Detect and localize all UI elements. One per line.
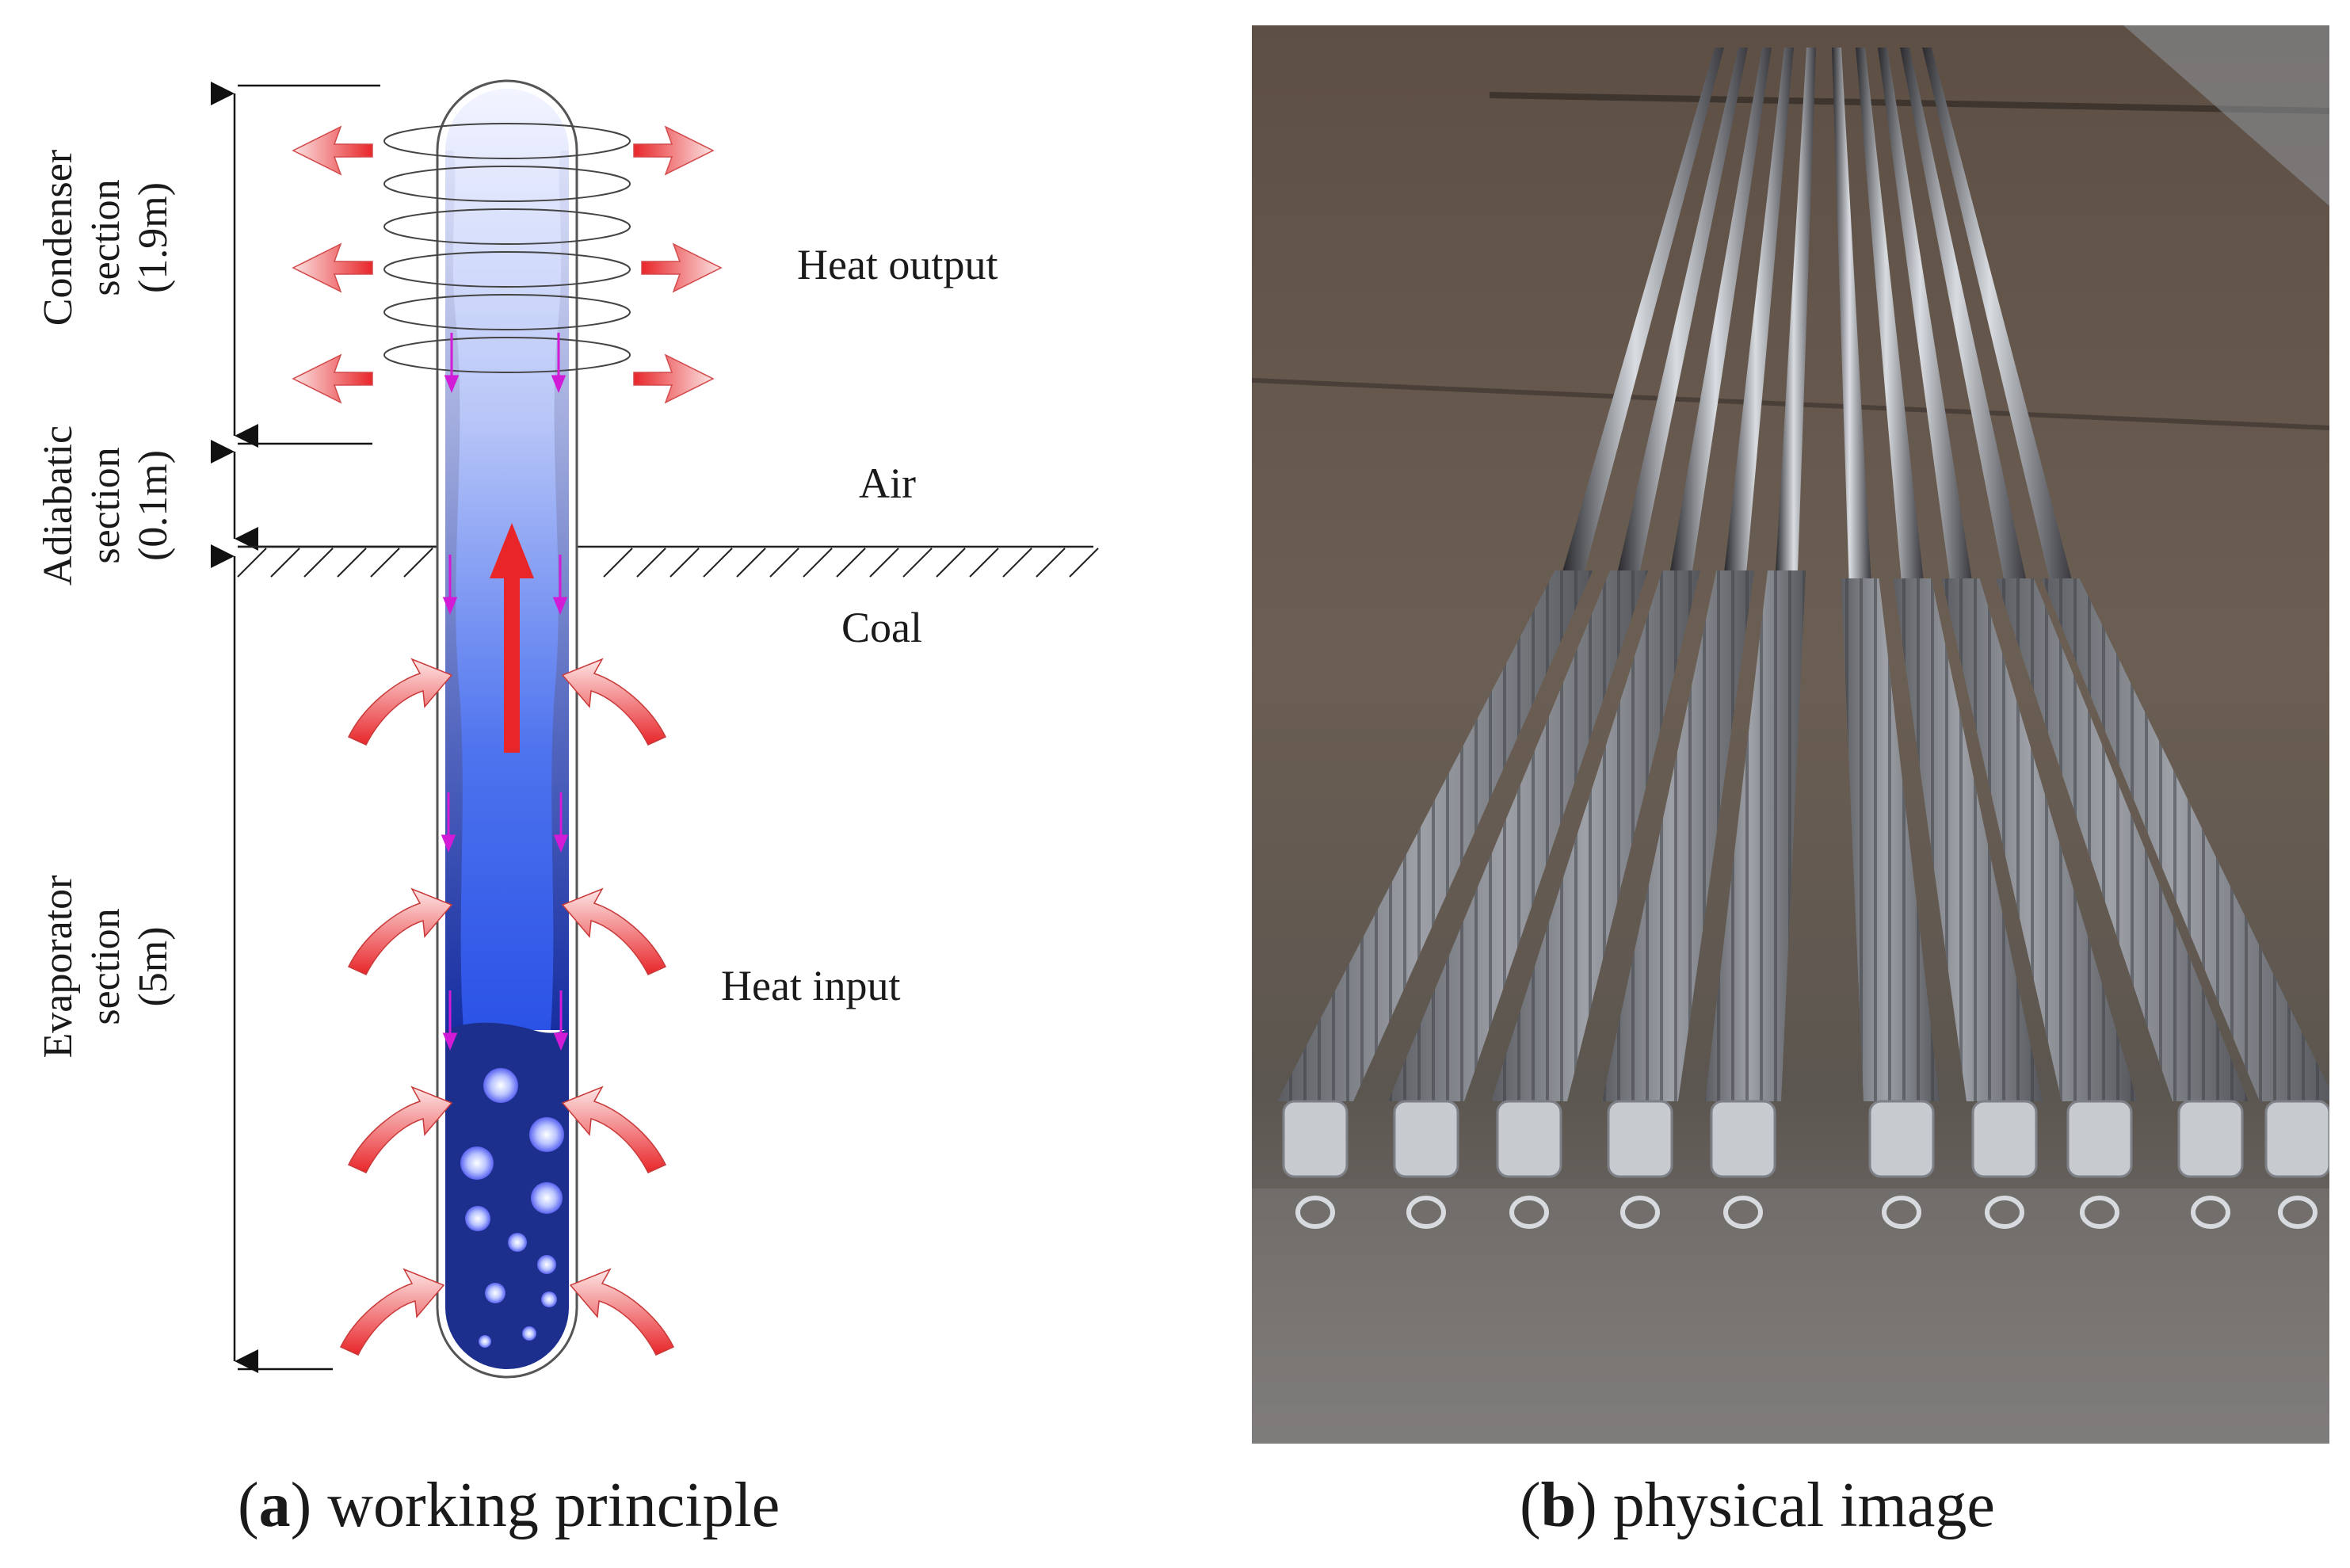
evaporator-section-label: Evaporator section (5m) [36,875,176,1058]
air-label: Air [859,460,916,507]
caption-b-text: physical image [1612,1471,1995,1540]
caption-b-letter: b [1540,1471,1577,1540]
adiabatic-section-label: Adiabatic section (0.1m) [36,425,176,586]
condenser-coil [383,123,631,373]
adiabatic-label-line3: (0.1m) [131,450,176,561]
evaporator-label-line2: section [83,908,128,1024]
adiabatic-label-line2: section [83,447,128,563]
condenser-section-label: Condenser section (1.9m) [36,150,176,326]
caption-a-letter: a [258,1471,291,1540]
caption-a-text: working principle [327,1471,780,1540]
adiabatic-label-line1: Adiabatic [36,425,81,586]
heat-input-label: Heat input [721,962,900,1009]
evaporator-label-line3: (5m) [131,926,176,1006]
evaporator-label-line1: Evaporator [36,875,81,1058]
condenser-label-line1: Condenser [36,150,81,326]
heat-pipe [436,79,578,1379]
condenser-label-line3: (1.9m) [131,182,176,293]
heat-output-label: Heat output [797,241,998,288]
condenser-label-line2: section [83,179,128,296]
physical-image-photo [1252,25,2329,1444]
vapor-flow-arrow [490,523,534,753]
caption-a: (a) working principle [238,1471,780,1540]
vapor-bubbles [460,1068,564,1348]
caption-b: (b) physical image [1520,1471,1995,1540]
dimension-lines [211,82,444,1373]
condensate-flow-arrows [441,333,569,1051]
coal-label: Coal [841,604,922,651]
ground-surface [237,545,1099,578]
